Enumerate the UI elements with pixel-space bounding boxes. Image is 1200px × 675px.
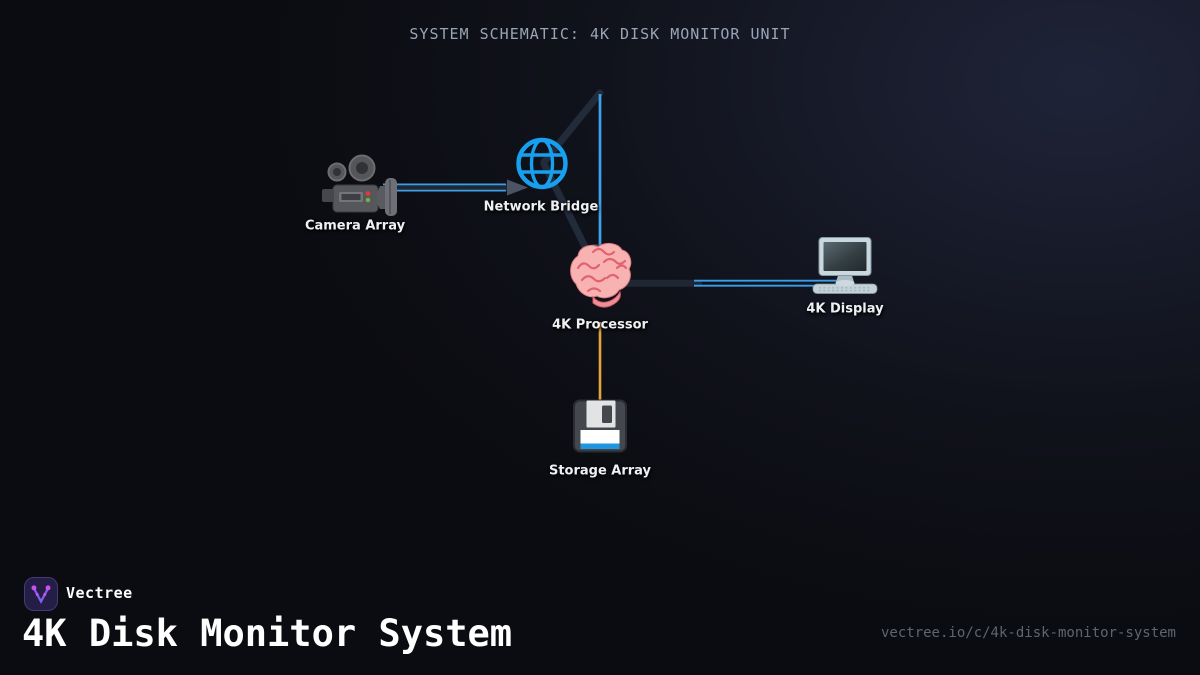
share-url[interactable]: vectree.io/c/4k-disk-monitor-system <box>880 625 1176 641</box>
page-title: SYSTEM SCHEMATIC: 4K DISK MONITOR UNIT <box>409 25 791 43</box>
edge-camera-to-bridge <box>383 179 528 196</box>
brand-name: Vectree <box>66 584 133 602</box>
edge-processor-to-display <box>622 279 840 287</box>
globe-with-meridians-icon[interactable] <box>516 137 568 190</box>
vectree-logo-icon <box>31 585 51 604</box>
node-label-camera-array: Camera Array <box>304 218 406 234</box>
floppy-disk-icon[interactable] <box>573 399 627 453</box>
product-title: 4K Disk Monitor System <box>22 612 513 655</box>
movie-camera-icon[interactable] <box>322 154 397 217</box>
node-label-4k-processor: 4K Processor <box>552 317 648 333</box>
vectree-logo <box>24 577 58 611</box>
node-label-storage-array: Storage Array <box>548 463 652 479</box>
brain-icon[interactable] <box>570 242 632 308</box>
node-label-network-bridge: Network Bridge <box>483 199 599 215</box>
node-label-4k-display: 4K Display <box>806 301 884 317</box>
desktop-computer-icon[interactable] <box>812 237 878 294</box>
